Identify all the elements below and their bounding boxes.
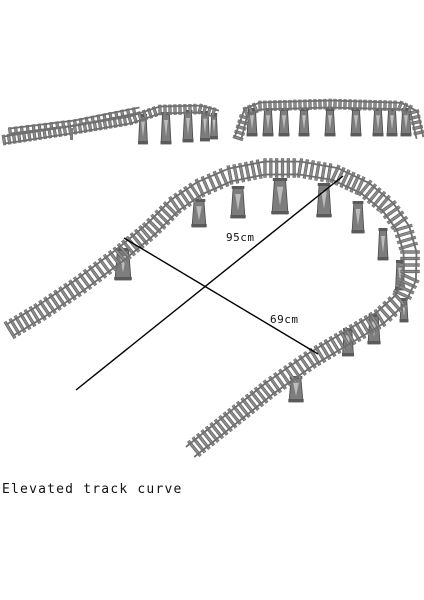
front-view-thumbnail [232,98,424,142]
pillar-window [203,118,207,134]
measure-line-width [123,237,319,355]
pillar-base [372,133,384,136]
pillar-base [395,287,405,290]
rail [6,160,418,458]
pillar-base [367,341,381,344]
pillar-cap [138,114,148,117]
support-pillar [230,186,246,219]
support-pillar [324,108,336,137]
pillar-window [164,120,168,137]
support-pillar [262,108,274,137]
side-view-thumbnail [1,103,220,146]
support-pillar [400,108,412,137]
rail [233,99,424,138]
support-pillar [138,114,148,145]
pillar-base [399,319,409,322]
pillar-base [271,211,289,214]
pillar-base [350,133,362,136]
rail [9,106,140,130]
rail [10,111,141,135]
pillar-window [381,236,385,253]
pillar-window [282,115,286,130]
measure-line-diagonal [75,175,344,391]
support-pillar [271,178,289,215]
pillar-cap [317,183,331,186]
pillar-base [191,224,207,227]
support-pillar [350,108,362,137]
support-pillar [191,199,207,228]
pillar-window [186,118,190,135]
pillar-cap [272,178,288,181]
pillar-base [377,257,389,260]
dimension-label-width: 69cm [270,313,299,326]
pillar-window [266,115,270,130]
front-track [232,98,424,142]
product-caption: Elevated track curve [2,482,183,497]
pillar-base [278,133,290,136]
pillar-base [138,141,148,144]
pillar-window [276,186,284,206]
pillar-base [400,133,412,136]
pillar-base [200,138,210,141]
support-pillar [160,112,172,145]
pillar-cap [325,108,335,111]
support-pillar [182,110,194,143]
rail [240,106,418,140]
pillar-base [210,136,218,139]
pillar-window [196,206,202,221]
pillar-window [404,115,408,130]
pillar-base [324,133,336,136]
pillar-window [141,121,145,137]
pillar-base [316,214,332,217]
dimension-label-diagonal: 95cm [226,231,255,244]
support-pillar [316,183,332,218]
side-track-upper [7,106,141,135]
main-curved-track [3,158,420,458]
pillar-cap [192,199,206,202]
pillar-window [390,115,394,130]
support-pillar [298,108,310,137]
support-pillar [278,108,290,137]
pillar-window [321,191,327,209]
pillar-cap [401,108,411,111]
pillar-base [341,353,355,356]
rail [12,173,406,448]
pillar-base [298,133,310,136]
small-pillar [70,128,73,140]
pillar-base [386,133,398,136]
pillar-window [355,209,361,226]
pillar-cap [231,186,245,189]
pillar-window [376,115,380,130]
pillar-base [230,215,246,218]
pillar-cap [400,298,408,301]
support-pillar [372,108,384,137]
pillar-window [328,115,332,130]
pillar-base [114,277,132,280]
pillar-base [351,230,365,233]
support-pillar [351,201,365,234]
pillar-base [246,133,258,136]
sleeper-top [239,114,250,120]
pillar-window [354,115,358,130]
pillar-window [250,115,254,130]
pillar-cap [368,314,380,317]
pillar-window [212,119,216,133]
curved-track-layout [3,158,420,458]
pillar-window [302,115,306,130]
rail [4,111,218,145]
pillar-window [235,194,241,211]
measurement-lines [75,175,344,391]
pillar-cap [352,201,364,204]
pillar-base [160,141,172,144]
pillar-base [288,399,304,402]
support-pillar [386,108,398,137]
support-pillar [377,228,389,261]
pillar-base [262,133,274,136]
pillar-cap [395,260,405,263]
pillar-window [293,382,299,396]
pillar-cap [183,110,193,113]
pillar-cap [378,228,388,231]
pillar-base [182,139,194,142]
